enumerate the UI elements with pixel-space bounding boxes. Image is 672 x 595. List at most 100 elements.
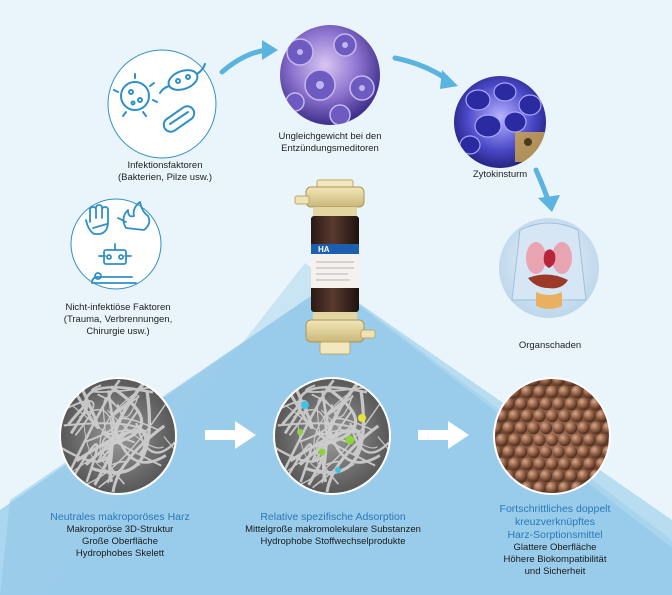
resin-fiber — [102, 431, 162, 467]
imbalance-label: Ungleichgewicht bei den Entzündungsmedit… — [255, 131, 405, 155]
specific-adsorption-title: Relative spezifische Adsorption — [260, 511, 406, 523]
cytokine-cells-image — [454, 76, 546, 168]
macroporous-resin-image — [59, 377, 177, 495]
resin-bead — [514, 397, 528, 411]
advanced-resin-line: Glattere Oberfläche — [513, 542, 597, 553]
resin-bead — [533, 409, 546, 423]
resin-bead — [577, 445, 590, 459]
resin-bead — [527, 469, 540, 483]
resin-beads-image — [493, 377, 611, 495]
resin-bead — [520, 457, 534, 471]
resin-bead — [514, 469, 528, 483]
arrow-infection-to-imbalance — [219, 47, 271, 75]
trauma-burn-surgery-icon — [70, 198, 162, 290]
resin-fiber — [293, 409, 328, 484]
resin-bead — [608, 385, 610, 399]
resin-bead — [608, 409, 610, 423]
resin-bead — [520, 433, 534, 447]
neutral-resin-title: Neutrales makroporöses Harz — [50, 511, 190, 523]
resin-bead — [495, 433, 509, 447]
infection-factors-label: Infektionsfaktoren (Bakterien, Pilze usw… — [95, 160, 235, 184]
neutral-resin-line: Makroporöse 3D-Struktur — [66, 524, 174, 535]
resin-bead — [520, 385, 534, 399]
resin-bead — [570, 409, 584, 423]
resin-bead — [570, 385, 584, 399]
resin-fiber — [84, 446, 112, 486]
resin-fiber — [297, 423, 355, 473]
resin-bead — [539, 445, 553, 459]
resin-fiber — [83, 423, 141, 473]
organ-damage-image — [499, 218, 599, 318]
resin-bead — [545, 385, 559, 399]
resin-bead — [608, 457, 610, 471]
resin-bead — [589, 421, 603, 435]
resin-fiber — [111, 424, 166, 493]
specific-adsorption-line: Hydrophobe Stoffwechselprodukte — [260, 536, 406, 547]
resin-fiber — [325, 424, 380, 493]
noninfect-line2: (Trauma, Verbrennungen, — [63, 314, 173, 325]
advanced-resin-title: Harz-Sorptionsmittel — [507, 529, 603, 541]
resin-bead — [508, 457, 521, 471]
resin-bead — [533, 457, 546, 471]
resin-bead — [570, 457, 584, 471]
resin-fiber — [315, 429, 362, 485]
resin-bead — [545, 433, 559, 447]
resin-bead — [558, 433, 571, 447]
virus-image — [280, 25, 380, 125]
resin-bead — [533, 433, 546, 447]
resin-bead — [502, 421, 515, 435]
resin-bead — [502, 378, 515, 387]
resin-bead — [545, 481, 559, 494]
resin-bead — [552, 378, 565, 387]
resin-bead — [558, 385, 571, 399]
resin-bead — [527, 421, 540, 435]
neutral-resin-line: Große Oberfläche — [81, 536, 159, 547]
adsorption-cartridge: HA — [294, 179, 376, 355]
cartridge-label: HA — [318, 245, 330, 254]
resin-fiber — [298, 446, 326, 486]
resin-bead — [602, 378, 610, 387]
resin-bead — [520, 409, 534, 423]
resin-bead — [595, 433, 609, 447]
resin-bead — [545, 457, 559, 471]
resin-bead — [595, 385, 609, 399]
resin-bead — [564, 421, 578, 435]
resin-bead — [552, 445, 565, 459]
advanced-resin-title: kreuzverknüpftes — [515, 516, 595, 528]
resin-fiber — [321, 390, 381, 464]
resin-fiber — [305, 384, 378, 393]
resin-bead — [589, 445, 603, 459]
advanced-resin-line: Höhere Biokompatibilität — [503, 554, 607, 565]
advanced-resin-title: Fortschrittliches doppelt — [499, 503, 611, 515]
resin-fiber — [316, 431, 376, 467]
resin-bead — [552, 421, 565, 435]
resin-bead — [558, 409, 571, 423]
resin-bead — [539, 469, 553, 483]
cytokine-storm-label: Zytokinsturm — [472, 169, 528, 180]
resin-bead — [564, 445, 578, 459]
resin-bead — [494, 421, 503, 435]
arrow-imbalance-to-cytokine — [392, 55, 451, 83]
resin-fiber — [100, 385, 144, 448]
specific-adsorption-image — [273, 377, 391, 495]
organ-damage-label: Organschaden — [518, 340, 582, 351]
resin-fiber — [101, 429, 148, 485]
specific-adsorption-line: Mittelgroße makromolekulare Substanzen — [245, 524, 421, 535]
neutral-resin-block: Neutrales makroporöses Harz Makroporöse … — [20, 511, 220, 560]
neutral-resin-line: Hydrophobes Skelett — [75, 548, 165, 559]
resin-bead — [602, 397, 610, 411]
arrow-left-to-middle — [205, 421, 256, 449]
resin-bead — [514, 445, 528, 459]
resin-bead — [558, 457, 571, 471]
noninfect-line1: Nicht-infektiöse Faktoren — [65, 302, 171, 313]
resin-bead — [539, 421, 553, 435]
resin-bead — [527, 445, 540, 459]
resin-bead — [552, 397, 565, 411]
microbes-icon — [107, 49, 217, 159]
resin-bead — [577, 421, 590, 435]
resin-bead — [583, 409, 596, 423]
resin-fiber — [107, 390, 167, 464]
resin-bead — [589, 378, 603, 387]
arrow-middle-to-right — [418, 421, 469, 449]
